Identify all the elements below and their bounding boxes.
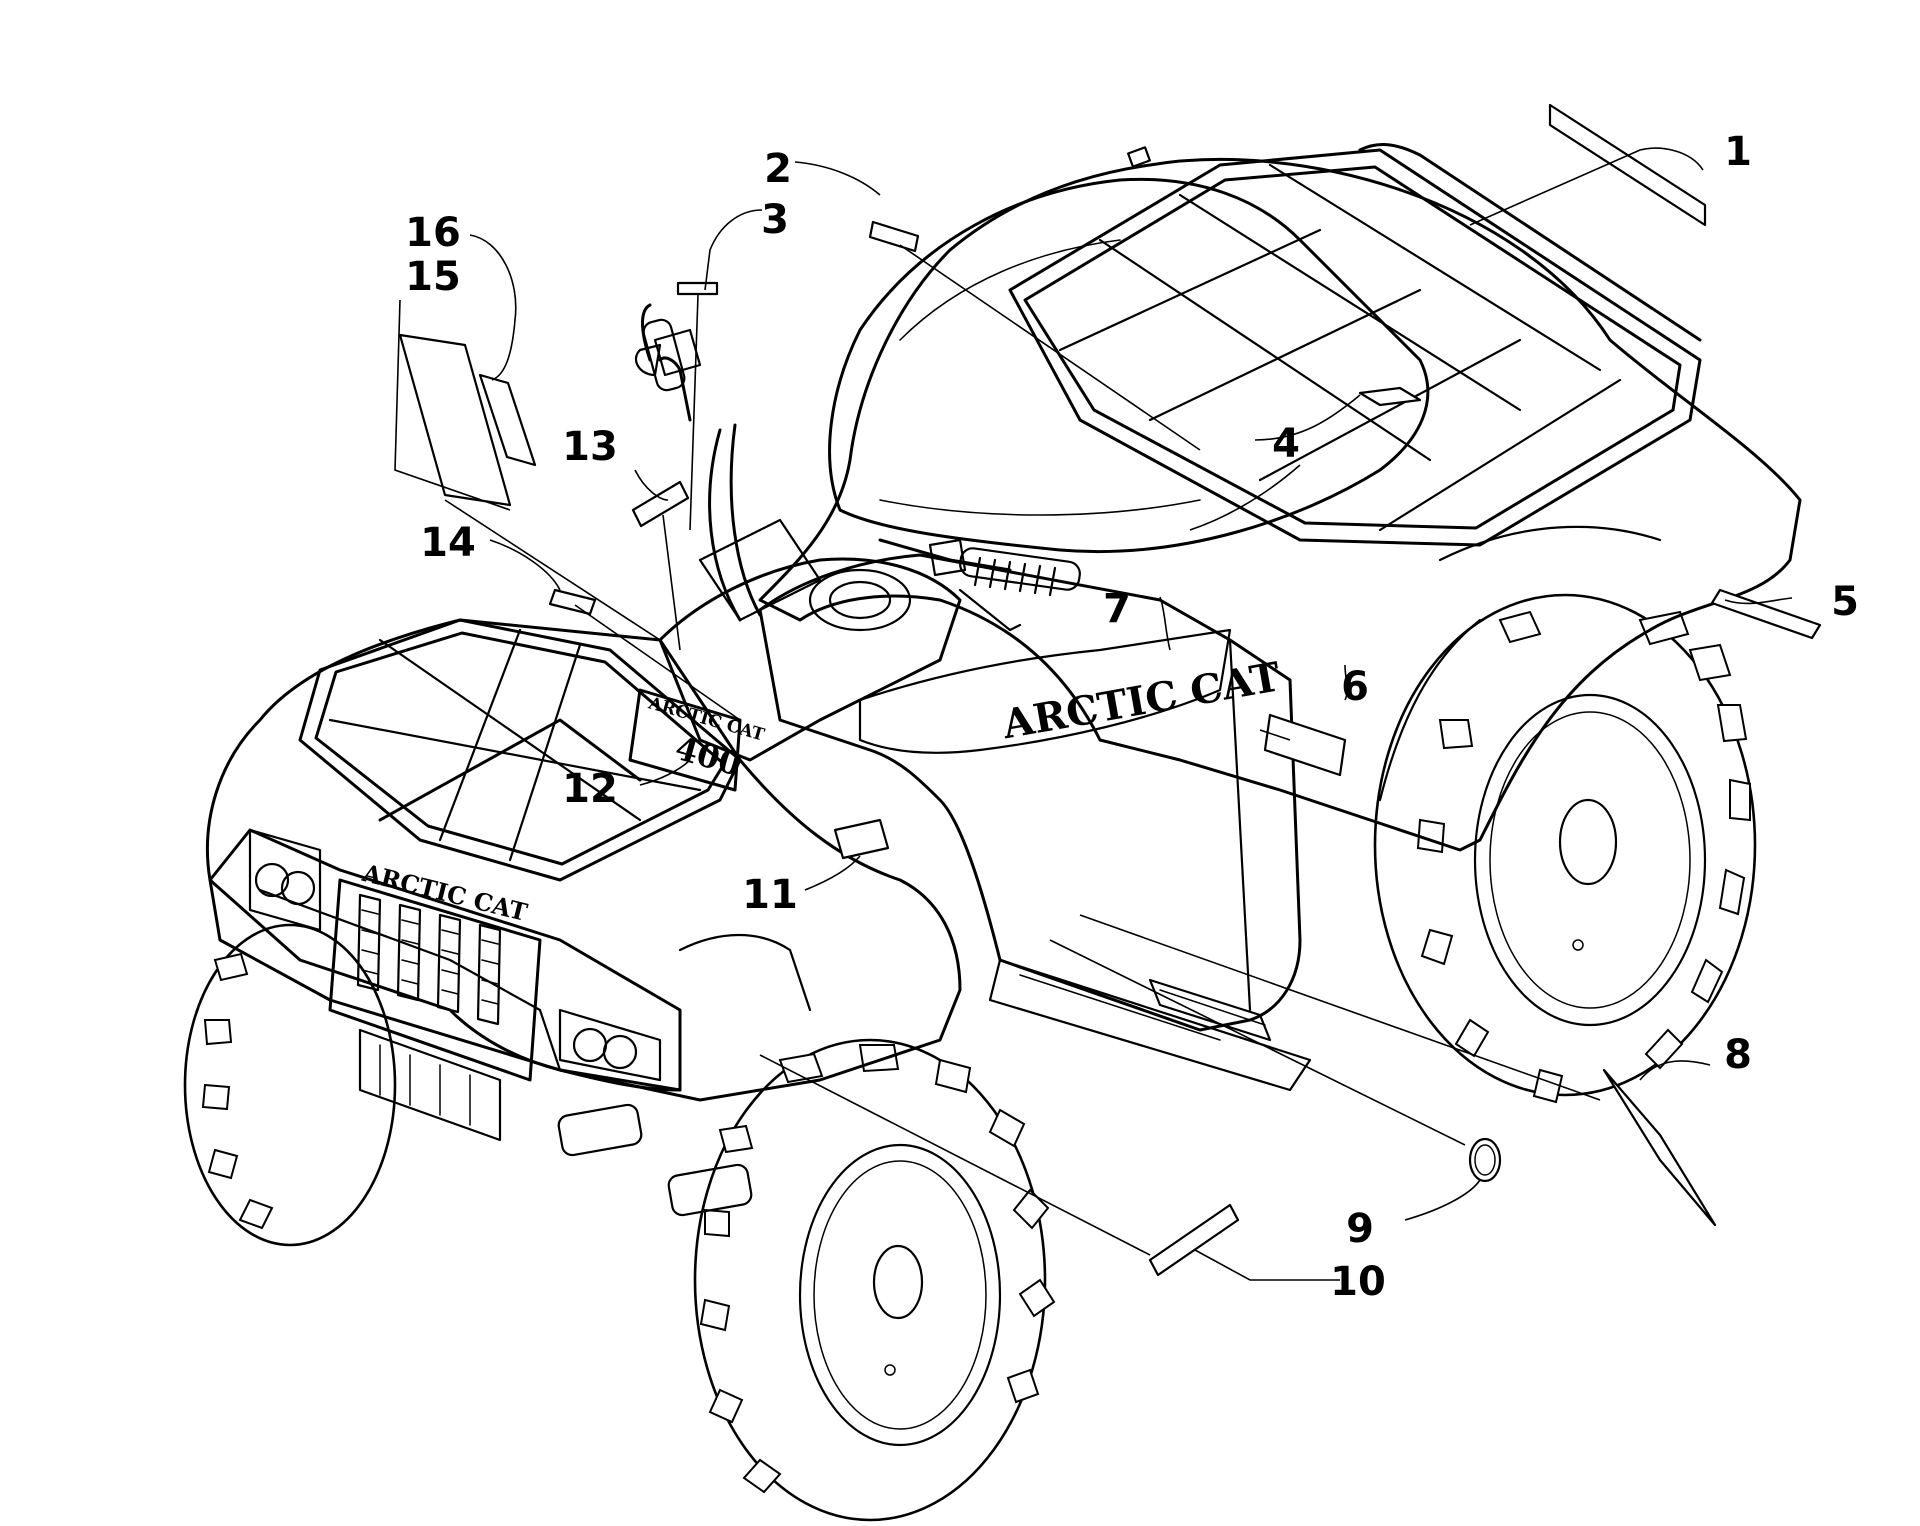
callout-3: 3 [761,197,789,243]
decal-4 [1358,386,1422,407]
side-panel-logo-text: ARCTIC CAT [998,653,1284,748]
rear-rack [1008,143,1702,547]
decal-8 [1602,1068,1717,1227]
callout-labels: 1 2 3 4 5 6 7 8 9 10 11 12 13 14 15 16 [405,129,1859,1305]
callout-10: 10 [1330,1259,1386,1305]
callout-7: 7 [1103,586,1131,632]
callout-11: 11 [742,872,798,918]
decal-3 [676,281,719,296]
callout-13: 13 [562,424,618,470]
decal-9 [1468,1137,1502,1183]
fuel-tank-handlebar [634,303,1081,762]
front-right-wheel [693,1038,1056,1522]
leader-lines [394,147,1793,1281]
callout-2: 2 [764,146,792,192]
side-panel-footwell [758,553,1312,1092]
callout-8: 8 [1724,1032,1752,1078]
rear-right-wheel [1373,593,1757,1104]
decal-5 [1710,588,1822,640]
callout-1: 1 [1724,129,1752,175]
callout-5: 5 [1831,579,1859,625]
callout-14: 14 [420,520,476,566]
decal-6 [1263,713,1347,777]
decal-13 [631,480,690,528]
fuel-tank-logo: ARCTIC CAT 400 [628,688,767,792]
callout-4: 4 [1272,421,1300,467]
rear-fender-body [758,158,1802,852]
decal-15 [398,333,512,507]
front-rack [298,618,742,882]
side-panel-logo: ARCTIC CAT [858,628,1284,754]
callout-9: 9 [1346,1206,1374,1252]
decal-11 [833,818,890,860]
decal-10 [1148,1203,1240,1277]
decal-2 [868,220,920,253]
seat [828,177,1430,554]
callout-12: 12 [562,766,618,812]
decal-14 [548,588,597,616]
front-left-wheel [183,923,397,1247]
decal-16 [478,373,537,467]
callout-16: 16 [405,210,461,256]
decal-1 [1548,103,1707,227]
callout-15: 15 [405,254,461,300]
callout-6: 6 [1341,664,1369,710]
